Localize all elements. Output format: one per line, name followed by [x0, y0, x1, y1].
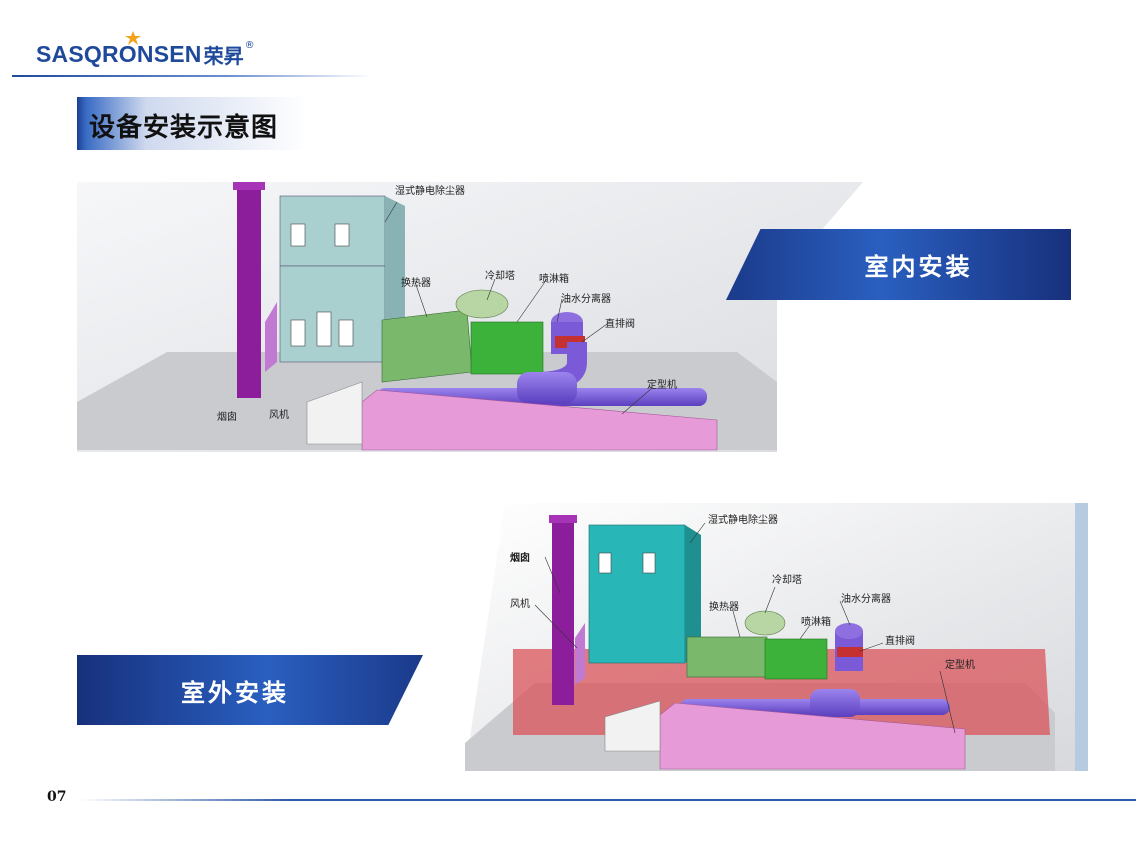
indoor-label-stenter: 定型机: [647, 378, 677, 391]
indoor-banner-text: 室内安装: [864, 252, 973, 281]
indoor-spray-box: [470, 321, 544, 375]
page-number: 07: [47, 789, 67, 805]
outdoor-banner-text: 室外安装: [181, 677, 289, 707]
outdoor-label-fan: 风机: [510, 597, 530, 610]
outdoor-machine-head: [604, 700, 661, 752]
indoor-label-oil-water-separator: 油水分离器: [561, 292, 611, 305]
indoor-cooling-tower: [455, 289, 509, 319]
outdoor-installation-banner: 室外安装: [77, 655, 423, 725]
outdoor-heat-exchanger: [686, 636, 768, 678]
indoor-label-spray-box: 喷淋箱: [539, 272, 569, 285]
outdoor-label-esp: 湿式静电除尘器: [708, 513, 778, 526]
indoor-installation-diagram: 湿式静电除尘器 换热器 冷却塔 喷淋箱 油水分离器 直排阀 定型机 烟囱 风机: [77, 182, 863, 452]
registered-mark: ®: [244, 40, 255, 51]
footer-divider: [80, 799, 1136, 801]
outdoor-chimney: [552, 519, 574, 705]
indoor-heat-exchanger: [381, 309, 473, 383]
title-bar: 设备安装示意图: [77, 97, 307, 150]
outdoor-label-stenter: 定型机: [945, 658, 975, 671]
indoor-machine-head: [306, 381, 363, 445]
page-title: 设备安装示意图: [89, 113, 279, 143]
indoor-label-heat-exchanger: 换热器: [401, 276, 431, 289]
outdoor-label-chimney: 烟囱: [510, 551, 530, 564]
indoor-diagram-svg: 湿式静电除尘器 换热器 冷却塔 喷淋箱 油水分离器 直排阀 定型机 烟囱 风机: [77, 182, 863, 452]
indoor-label-esp: 湿式静电除尘器: [395, 184, 465, 197]
star-icon: [125, 31, 141, 45]
logo-text: SASQRONSEN: [36, 40, 202, 67]
header-divider: [12, 75, 372, 77]
company-logo: SASQRONSEN 荣昇 ®: [36, 31, 255, 70]
outdoor-diagram-svg: 湿式静电除尘器 冷却塔 油水分离器 换热器 喷淋箱 直排阀 定型机 烟囱 风机: [465, 503, 1088, 771]
logo-chinese-name: 荣昇: [203, 43, 244, 68]
outdoor-installation-diagram: 湿式静电除尘器 冷却塔 油水分离器 换热器 喷淋箱 直排阀 定型机 烟囱 风机: [465, 503, 1088, 771]
outdoor-bypass-valve: [837, 647, 863, 657]
indoor-installation-banner: 室内安装: [726, 229, 1071, 300]
indoor-fan: [265, 302, 277, 372]
indoor-label-cooling-tower: 冷却塔: [485, 269, 515, 282]
outdoor-label-heat-exchanger: 换热器: [709, 600, 739, 613]
outdoor-fan: [575, 623, 585, 685]
outdoor-label-bypass-valve: 直排阀: [885, 634, 915, 647]
indoor-chimney: [237, 186, 261, 398]
indoor-label-chimney: 烟囱: [217, 410, 237, 423]
outdoor-side-strip: [1075, 503, 1088, 771]
outdoor-label-spray-box: 喷淋箱: [801, 615, 831, 628]
outdoor-spray-box: [764, 638, 828, 680]
indoor-esp-bottom: [279, 265, 386, 363]
outdoor-label-cooling-tower: 冷却塔: [772, 573, 802, 586]
outdoor-cooling-tower: [744, 610, 786, 636]
outdoor-esp: [588, 524, 686, 664]
outdoor-stenter: [659, 702, 966, 770]
indoor-label-bypass-valve: 直排阀: [605, 317, 635, 330]
outdoor-label-oil-water-separator: 油水分离器: [841, 592, 891, 605]
indoor-label-fan: 风机: [269, 408, 289, 421]
